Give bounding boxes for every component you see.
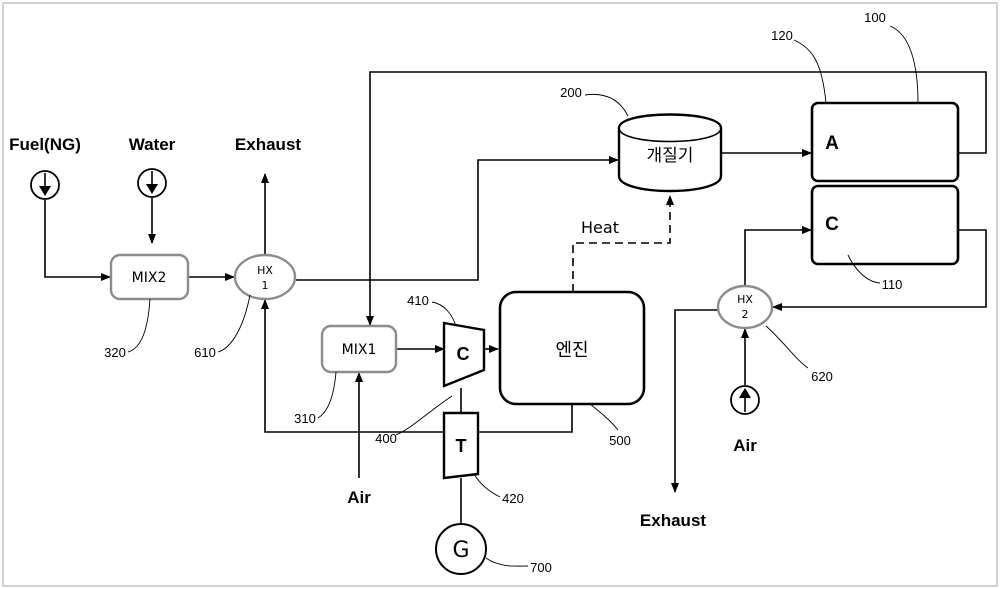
- mix1-label: MIX1: [342, 342, 377, 358]
- ref-420: 420: [502, 491, 524, 506]
- generator: [435, 523, 487, 575]
- ref-200: 200: [560, 85, 582, 100]
- ref-500: 500: [609, 433, 631, 448]
- cathode-label: C: [825, 214, 839, 235]
- engine-exhaust-line: [261, 299, 573, 433]
- leader-310: [317, 371, 337, 419]
- leader-500: [589, 403, 619, 431]
- leader-110: [847, 254, 881, 284]
- mix2-box: [109, 253, 190, 301]
- turbine-label: T: [456, 436, 467, 456]
- leader-400: [395, 395, 453, 436]
- air-pump: [730, 385, 760, 415]
- reformer-label: 개질기: [647, 146, 694, 166]
- engine-label: 엔진: [555, 340, 588, 361]
- hx1-label-bottom: 1: [262, 279, 269, 292]
- generator-label: G: [452, 538, 469, 563]
- mix1-box: [320, 324, 398, 374]
- fuel-pump: [30, 170, 60, 200]
- leader-200: [584, 93, 629, 117]
- leader-410: [431, 301, 457, 327]
- leader-120: [793, 39, 827, 104]
- leader-100: [889, 25, 919, 104]
- heat-label: Heat: [581, 218, 619, 237]
- leader-420: [473, 473, 501, 498]
- ref-100: 100: [864, 10, 886, 25]
- air-hx2-label: Air: [733, 436, 757, 455]
- anode-offgas-line: [366, 71, 987, 326]
- mix2-label: MIX2: [132, 270, 167, 286]
- exhaust-hx2-label: Exhaust: [640, 511, 706, 530]
- leader-700: [485, 557, 529, 567]
- ref-700: 700: [530, 560, 552, 575]
- compressor-label: C: [457, 344, 470, 364]
- anode-block: [810, 101, 960, 183]
- engine-box: [498, 290, 646, 406]
- fuel-line: [44, 200, 111, 281]
- ref-110: 110: [882, 277, 903, 292]
- ref-400: 400: [375, 431, 397, 446]
- exhaust-hx1-label: Exhaust: [235, 135, 301, 154]
- water-pump: [137, 168, 167, 198]
- air-mix1-label: Air: [347, 488, 371, 507]
- ref-610: 610: [194, 345, 216, 360]
- reformer-vessel: [617, 113, 723, 193]
- compressor: [442, 321, 486, 388]
- anode-label: A: [825, 133, 839, 154]
- hx2-exchanger: [716, 284, 774, 330]
- heat-line: [572, 195, 674, 292]
- hx2-to-cathode-line: [744, 226, 812, 287]
- ref-410: 410: [407, 293, 429, 308]
- leader-610: [217, 294, 251, 353]
- leader-620: [765, 325, 809, 369]
- ref-620: 620: [811, 369, 833, 384]
- ref-320: 320: [104, 345, 126, 360]
- turbine: [442, 411, 480, 480]
- leader-320: [127, 298, 151, 353]
- hx2-label-bottom: 2: [742, 308, 749, 321]
- cathode-offgas-line: [772, 229, 987, 311]
- hx1-to-reformer-line: [296, 156, 619, 281]
- hx2-label-top: HX: [737, 293, 753, 306]
- hx1-exchanger: [233, 253, 297, 301]
- ref-120: 120: [771, 28, 793, 43]
- ref-310: 310: [294, 411, 316, 426]
- hx2-exhaust-line: [671, 309, 718, 493]
- hx1-label-top: HX: [257, 264, 273, 277]
- water-label: Water: [129, 135, 176, 154]
- cathode-block: [810, 184, 960, 266]
- fuel-label: Fuel(NG): [9, 135, 81, 154]
